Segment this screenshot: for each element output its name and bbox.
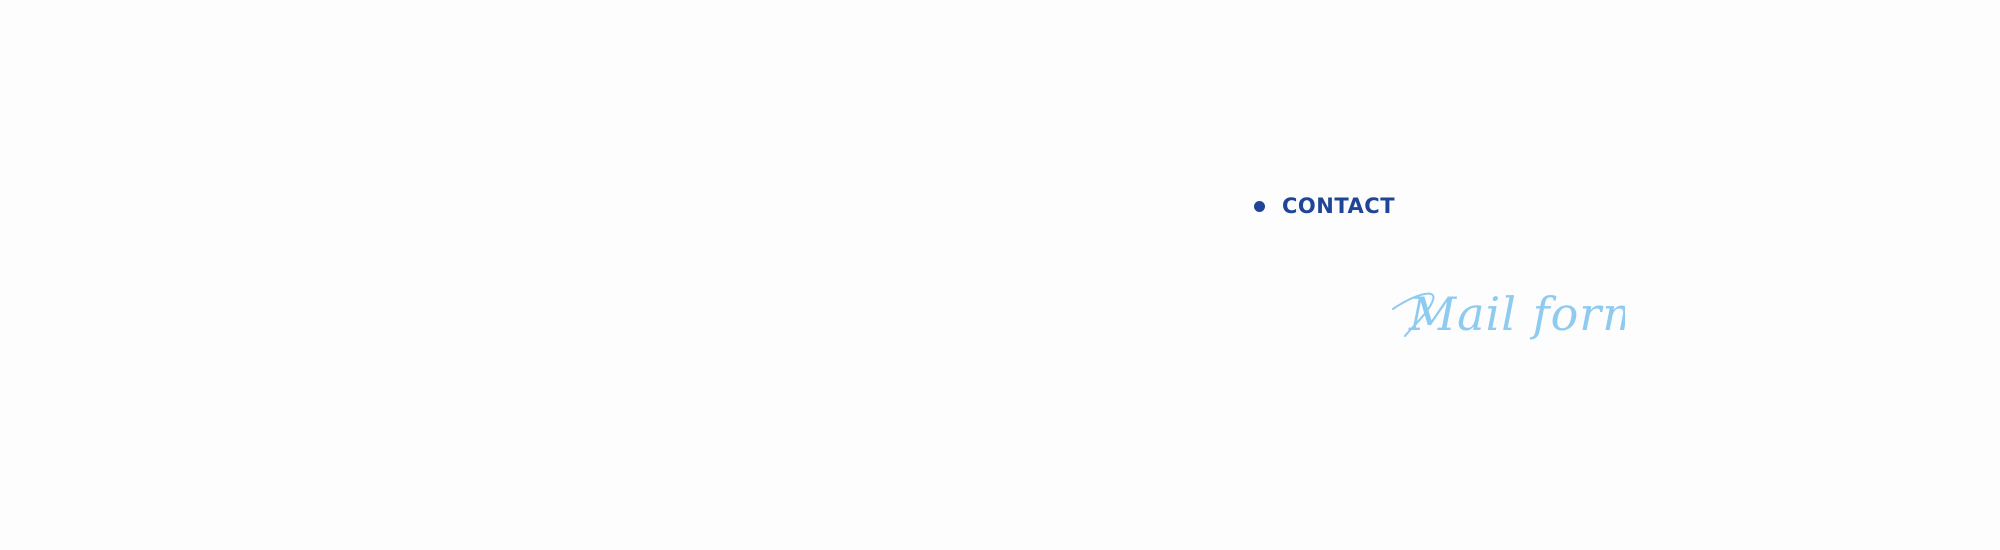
mail-form-script-title: Mail form [1385,282,1625,342]
mail-form-script-svg: Mail form [1392,287,1625,341]
mail-form-subtitle: Mail form [1408,287,1625,341]
script-flourish [1392,292,1435,337]
bullet-dot-icon [1254,201,1265,212]
section-heading: CONTACT [1254,196,1395,217]
section-title: CONTACT [1282,194,1396,218]
